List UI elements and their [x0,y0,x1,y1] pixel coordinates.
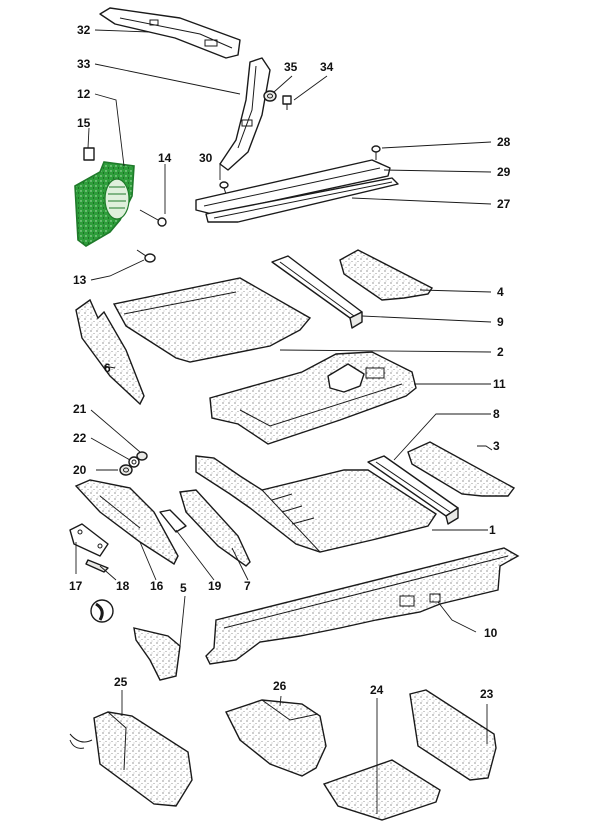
part-26-trim-piece [225,699,327,777]
part-25-foam-block [69,711,193,807]
callout-4: 4 [497,285,504,299]
part-9-channel [271,255,363,329]
part-17-hinge [69,523,109,557]
part-32-roof-rail [99,7,241,59]
part-14-screw [139,209,167,227]
callout-17: 17 [69,579,83,593]
callout-12: 12 [77,87,91,101]
callout-28: 28 [497,135,511,149]
callout-24: 24 [370,683,384,697]
callout-2: 2 [497,345,504,359]
part-24-floor-panel [322,759,441,821]
callout-21: 21 [73,402,87,416]
callout-35: 35 [284,60,298,74]
callout-25: 25 [114,675,128,689]
callout-26: 26 [273,679,287,693]
part-2-floor-mat [112,277,312,363]
part-28-screw [371,145,381,160]
callout-11: 11 [493,377,506,391]
callout-29: 29 [497,165,511,179]
callout-32: 32 [77,23,91,37]
part-1-floor-panel [195,455,437,553]
part-16-panel [74,479,179,566]
part-6-side-panel [75,298,145,406]
part-29-sill-strip [195,159,391,215]
part-20-grommet [119,464,133,476]
callout-30: 30 [199,151,213,165]
callout-6: 6 [104,361,111,375]
part-23-side-panel [409,689,497,781]
callout-5: 5 [180,581,187,595]
callout-22: 22 [73,431,87,445]
part-5-bracket [133,627,181,681]
callout-labels: 32 33 35 34 12 15 28 14 30 29 27 13 4 9 … [69,23,511,701]
callout-10: 10 [484,626,498,640]
part-15-clip [83,147,95,161]
callout-16: 16 [150,579,164,593]
part-13-screw [136,249,156,263]
part-3-panel [407,441,516,497]
part-4-panel [339,249,434,301]
part-detail-circle [90,599,114,623]
callout-7: 7 [244,579,251,593]
part-21-plug [136,451,148,461]
part-18-strap [85,559,109,573]
callout-9: 9 [497,315,504,329]
part-30-clip [219,181,229,195]
callout-1: 1 [489,523,496,537]
part-12-side-panel-highlighted [74,161,135,247]
callout-19: 19 [208,579,222,593]
callout-14: 14 [158,151,172,165]
callout-15: 15 [77,116,91,130]
part-22-plug [128,456,140,468]
part-8-channel [367,455,459,525]
part-10-rocker-panel [205,547,520,665]
callout-20: 20 [73,463,87,477]
part-33-pillar-trim [219,57,271,171]
callout-13: 13 [73,273,87,287]
part-7-side-panel [179,489,251,567]
part-19-clip [159,509,187,533]
callout-34: 34 [320,60,334,74]
callout-23: 23 [480,687,494,701]
callout-3: 3 [493,439,500,453]
part-34-clip [282,95,292,110]
leader-lines [75,29,493,814]
part-27-sill-moulding [205,177,399,223]
callout-18: 18 [116,579,130,593]
callout-33: 33 [77,57,91,71]
callout-27: 27 [497,197,511,211]
part-35-grommet [263,90,277,102]
part-11-tunnel-cover [209,351,417,445]
callout-8: 8 [493,407,500,421]
